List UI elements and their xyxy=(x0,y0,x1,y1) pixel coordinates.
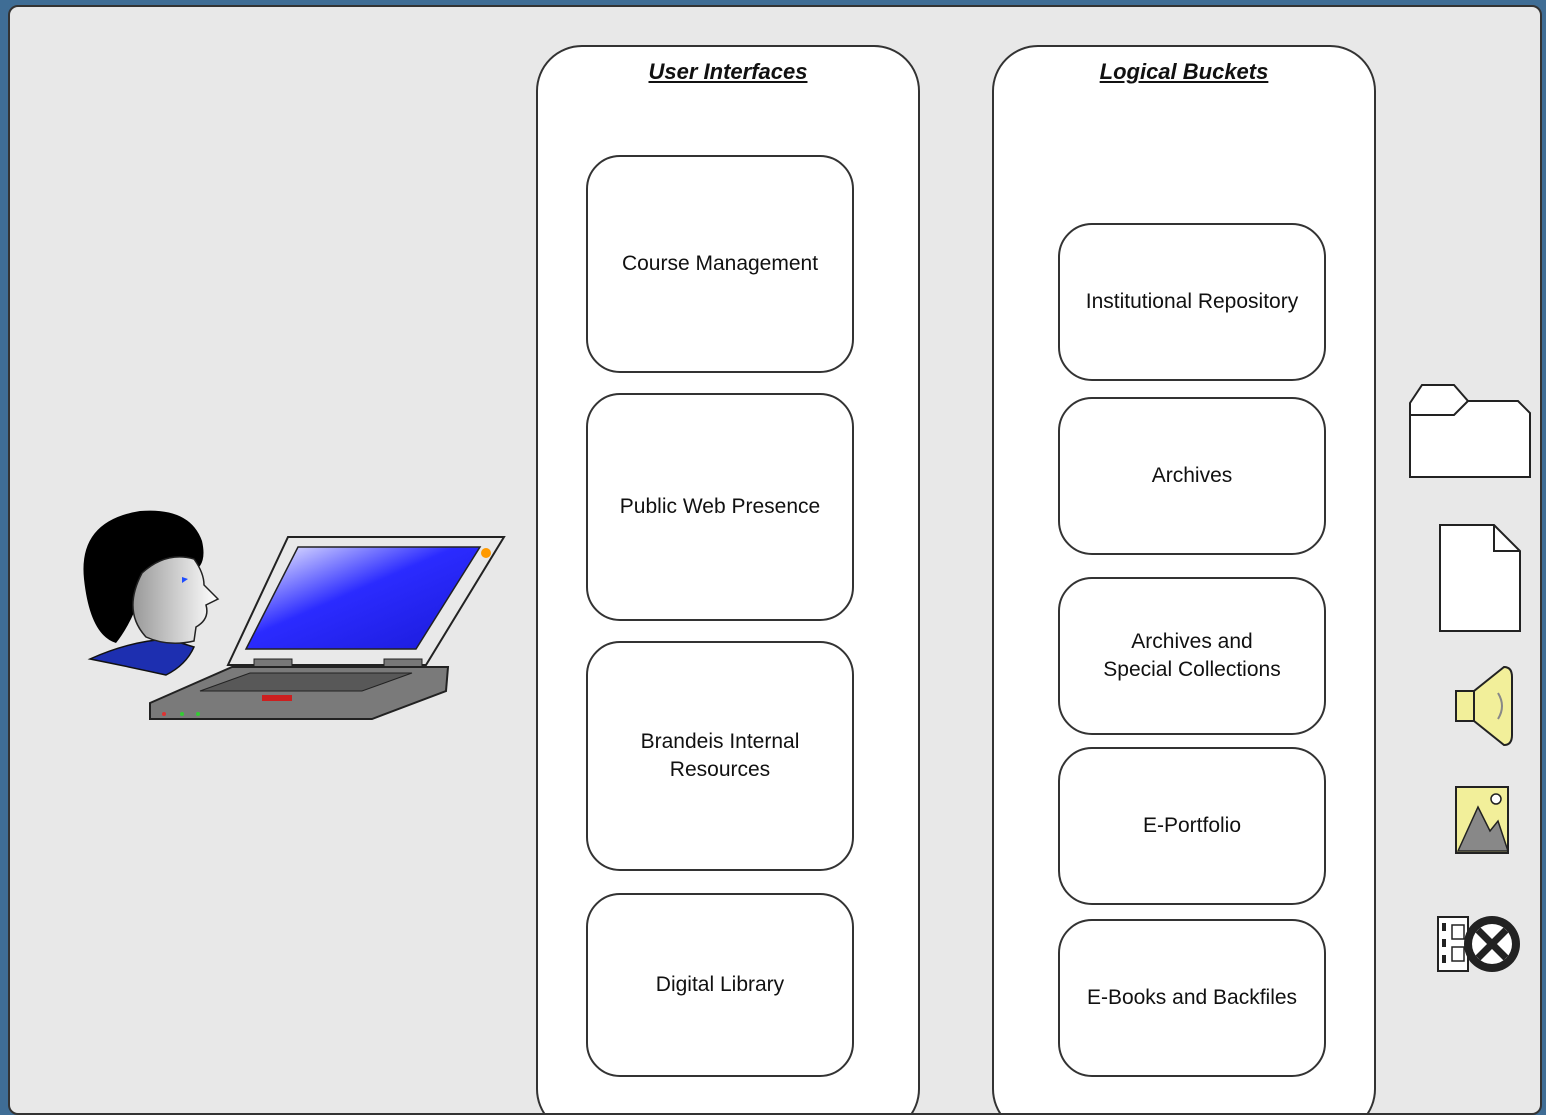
user-interfaces-title: User Interfaces xyxy=(648,59,808,84)
logical-buckets-title: Logical Buckets xyxy=(1099,59,1269,84)
video-film-icon xyxy=(1437,916,1520,972)
brandeis-internal-resources-box: Brandeis Internal Resources xyxy=(586,641,854,871)
user-interfaces-column: User Interfaces Course Management Public… xyxy=(536,45,920,1113)
archives-box: Archives xyxy=(1058,397,1326,555)
logical-buckets-column: Logical Buckets Institutional Repository… xyxy=(992,45,1376,1113)
image-icon xyxy=(1455,786,1510,854)
public-web-presence-box: Public Web Presence xyxy=(586,393,854,621)
audio-speaker-icon xyxy=(1455,665,1513,747)
user-at-laptop-icon xyxy=(83,510,506,720)
folder-icon xyxy=(1409,384,1531,478)
e-portfolio-box: E-Portfolio xyxy=(1058,747,1326,905)
digital-library-box: Digital Library xyxy=(586,893,854,1077)
document-icon xyxy=(1439,524,1521,632)
e-books-backfiles-box: E-Books and Backfiles xyxy=(1058,919,1326,1077)
course-management-box: Course Management xyxy=(586,155,854,373)
institutional-repository-box: Institutional Repository xyxy=(1058,223,1326,381)
archives-special-collections-box: Archives and Special Collections xyxy=(1058,577,1326,735)
diagram-canvas: User Interfaces Course Management Public… xyxy=(8,5,1542,1115)
